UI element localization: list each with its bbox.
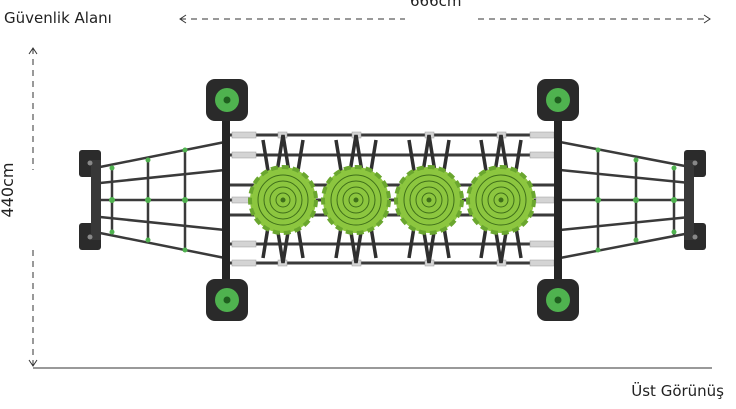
view-label: Üst Görünüş xyxy=(631,382,724,400)
right-vertical-beam xyxy=(554,100,562,300)
width-dimension-label: 666cm xyxy=(410,0,462,10)
left-end-net xyxy=(99,140,226,260)
stepping-disc-4 xyxy=(466,165,536,235)
right-anchor-frame xyxy=(684,150,706,250)
stepping-disc-2 xyxy=(321,165,391,235)
stepping-disc-3 xyxy=(394,165,464,235)
stepping-disc-1 xyxy=(248,165,318,235)
post-top-left xyxy=(206,79,248,121)
width-dimension-line xyxy=(179,14,711,24)
left-net-knots xyxy=(109,147,188,253)
post-bottom-right xyxy=(537,279,579,321)
height-dimension-line xyxy=(28,47,38,367)
left-vertical-beam xyxy=(222,100,230,300)
post-bottom-left xyxy=(206,279,248,321)
post-top-right xyxy=(537,79,579,121)
right-net-knots xyxy=(595,147,677,253)
safety-area-label: Güvenlik Alanı xyxy=(4,9,112,27)
left-anchor-frame xyxy=(79,150,101,250)
right-end-net xyxy=(559,140,691,260)
